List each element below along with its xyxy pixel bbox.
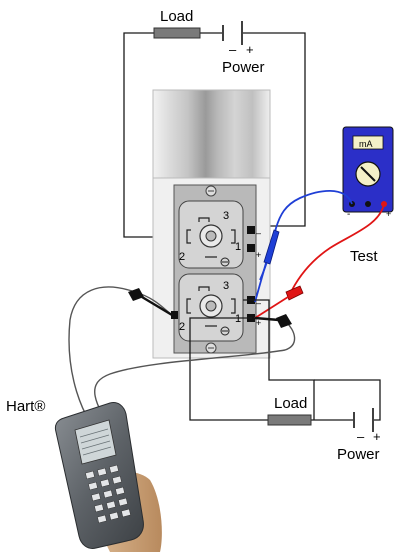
hart-screen	[74, 419, 117, 465]
meter-com-jack[interactable]	[365, 201, 371, 207]
top-battery-minus: –	[229, 42, 237, 57]
hart-label: Hart®	[6, 398, 45, 415]
top-loop: Load – + Power	[123, 8, 306, 238]
lower-term-minus-label: –	[256, 298, 261, 308]
bottom-battery-plus: +	[373, 429, 381, 444]
upper-pin-1-label: 1	[235, 241, 241, 253]
lower-terminal	[178, 273, 244, 342]
hart-clip-left[interactable]	[128, 288, 144, 301]
upper-terminal	[178, 200, 244, 269]
upper-term-plus-label: +	[256, 250, 261, 260]
screw-icon	[205, 342, 217, 354]
lower-term-plus-label: +	[256, 318, 261, 328]
top-load-label: Load	[160, 8, 193, 25]
upper-minus-terminal[interactable]	[247, 226, 255, 234]
upper-pin-3-label: 3	[223, 210, 229, 222]
red-probe[interactable]	[285, 285, 304, 301]
bottom-load-resistor	[267, 414, 312, 426]
bottom-load-label: Load	[274, 395, 307, 412]
red-test-lead	[291, 203, 385, 291]
lower-pin-2-label: 2	[179, 321, 185, 333]
hart-clip-left-tip	[141, 295, 173, 317]
test-leads	[254, 190, 385, 319]
bottom-power-wire	[311, 379, 381, 421]
bottom-battery-minus: –	[357, 429, 365, 444]
bottom-power-label: Power	[337, 446, 380, 463]
top-load-resistor	[153, 27, 201, 39]
meter-plus-label: +	[386, 209, 391, 219]
hart-keypad[interactable]	[85, 464, 131, 524]
blue-probe[interactable]	[263, 229, 280, 265]
hart-clip-right-tip	[254, 316, 280, 322]
ground-icon	[220, 257, 230, 267]
test-label: Test	[350, 248, 378, 265]
housing-upper	[152, 89, 271, 179]
blue-probe-tip	[254, 262, 267, 303]
hart-lead-b	[94, 321, 296, 446]
upper-plus-terminal[interactable]	[247, 244, 255, 252]
red-probe-tip	[254, 296, 289, 319]
device-housing: 3 2 1 – + 3 2 1 – +	[152, 89, 271, 359]
hart-communicator	[54, 402, 162, 552]
top-battery-plus: +	[246, 42, 254, 57]
hart-leads	[68, 286, 296, 446]
multimeter-display	[352, 135, 384, 150]
multimeter-display-text: mA	[359, 139, 373, 149]
top-power-label: Power	[222, 59, 265, 76]
upper-term-minus-label: –	[256, 228, 261, 238]
hart-lead-a	[68, 286, 173, 444]
dial-icon[interactable]	[355, 161, 381, 187]
ground-icon	[220, 326, 230, 336]
multimeter: mA - +	[342, 126, 394, 220]
bottom-loop: Load – + Power	[189, 299, 381, 463]
lower-pin-3-label: 3	[223, 280, 229, 292]
bottom-loop-wire	[189, 299, 315, 421]
hart-screen-lines	[79, 428, 112, 456]
screw-icon	[205, 185, 217, 197]
top-battery-symbol	[222, 21, 243, 45]
bottom-battery-symbol	[353, 408, 374, 432]
meter-minus-label: -	[347, 209, 350, 220]
lower-pin-1-label: 1	[235, 313, 241, 325]
hart-clip-right[interactable]	[276, 314, 292, 328]
lower-pin-2-terminal[interactable]	[171, 311, 178, 319]
upper-pin-2-label: 2	[179, 251, 185, 263]
